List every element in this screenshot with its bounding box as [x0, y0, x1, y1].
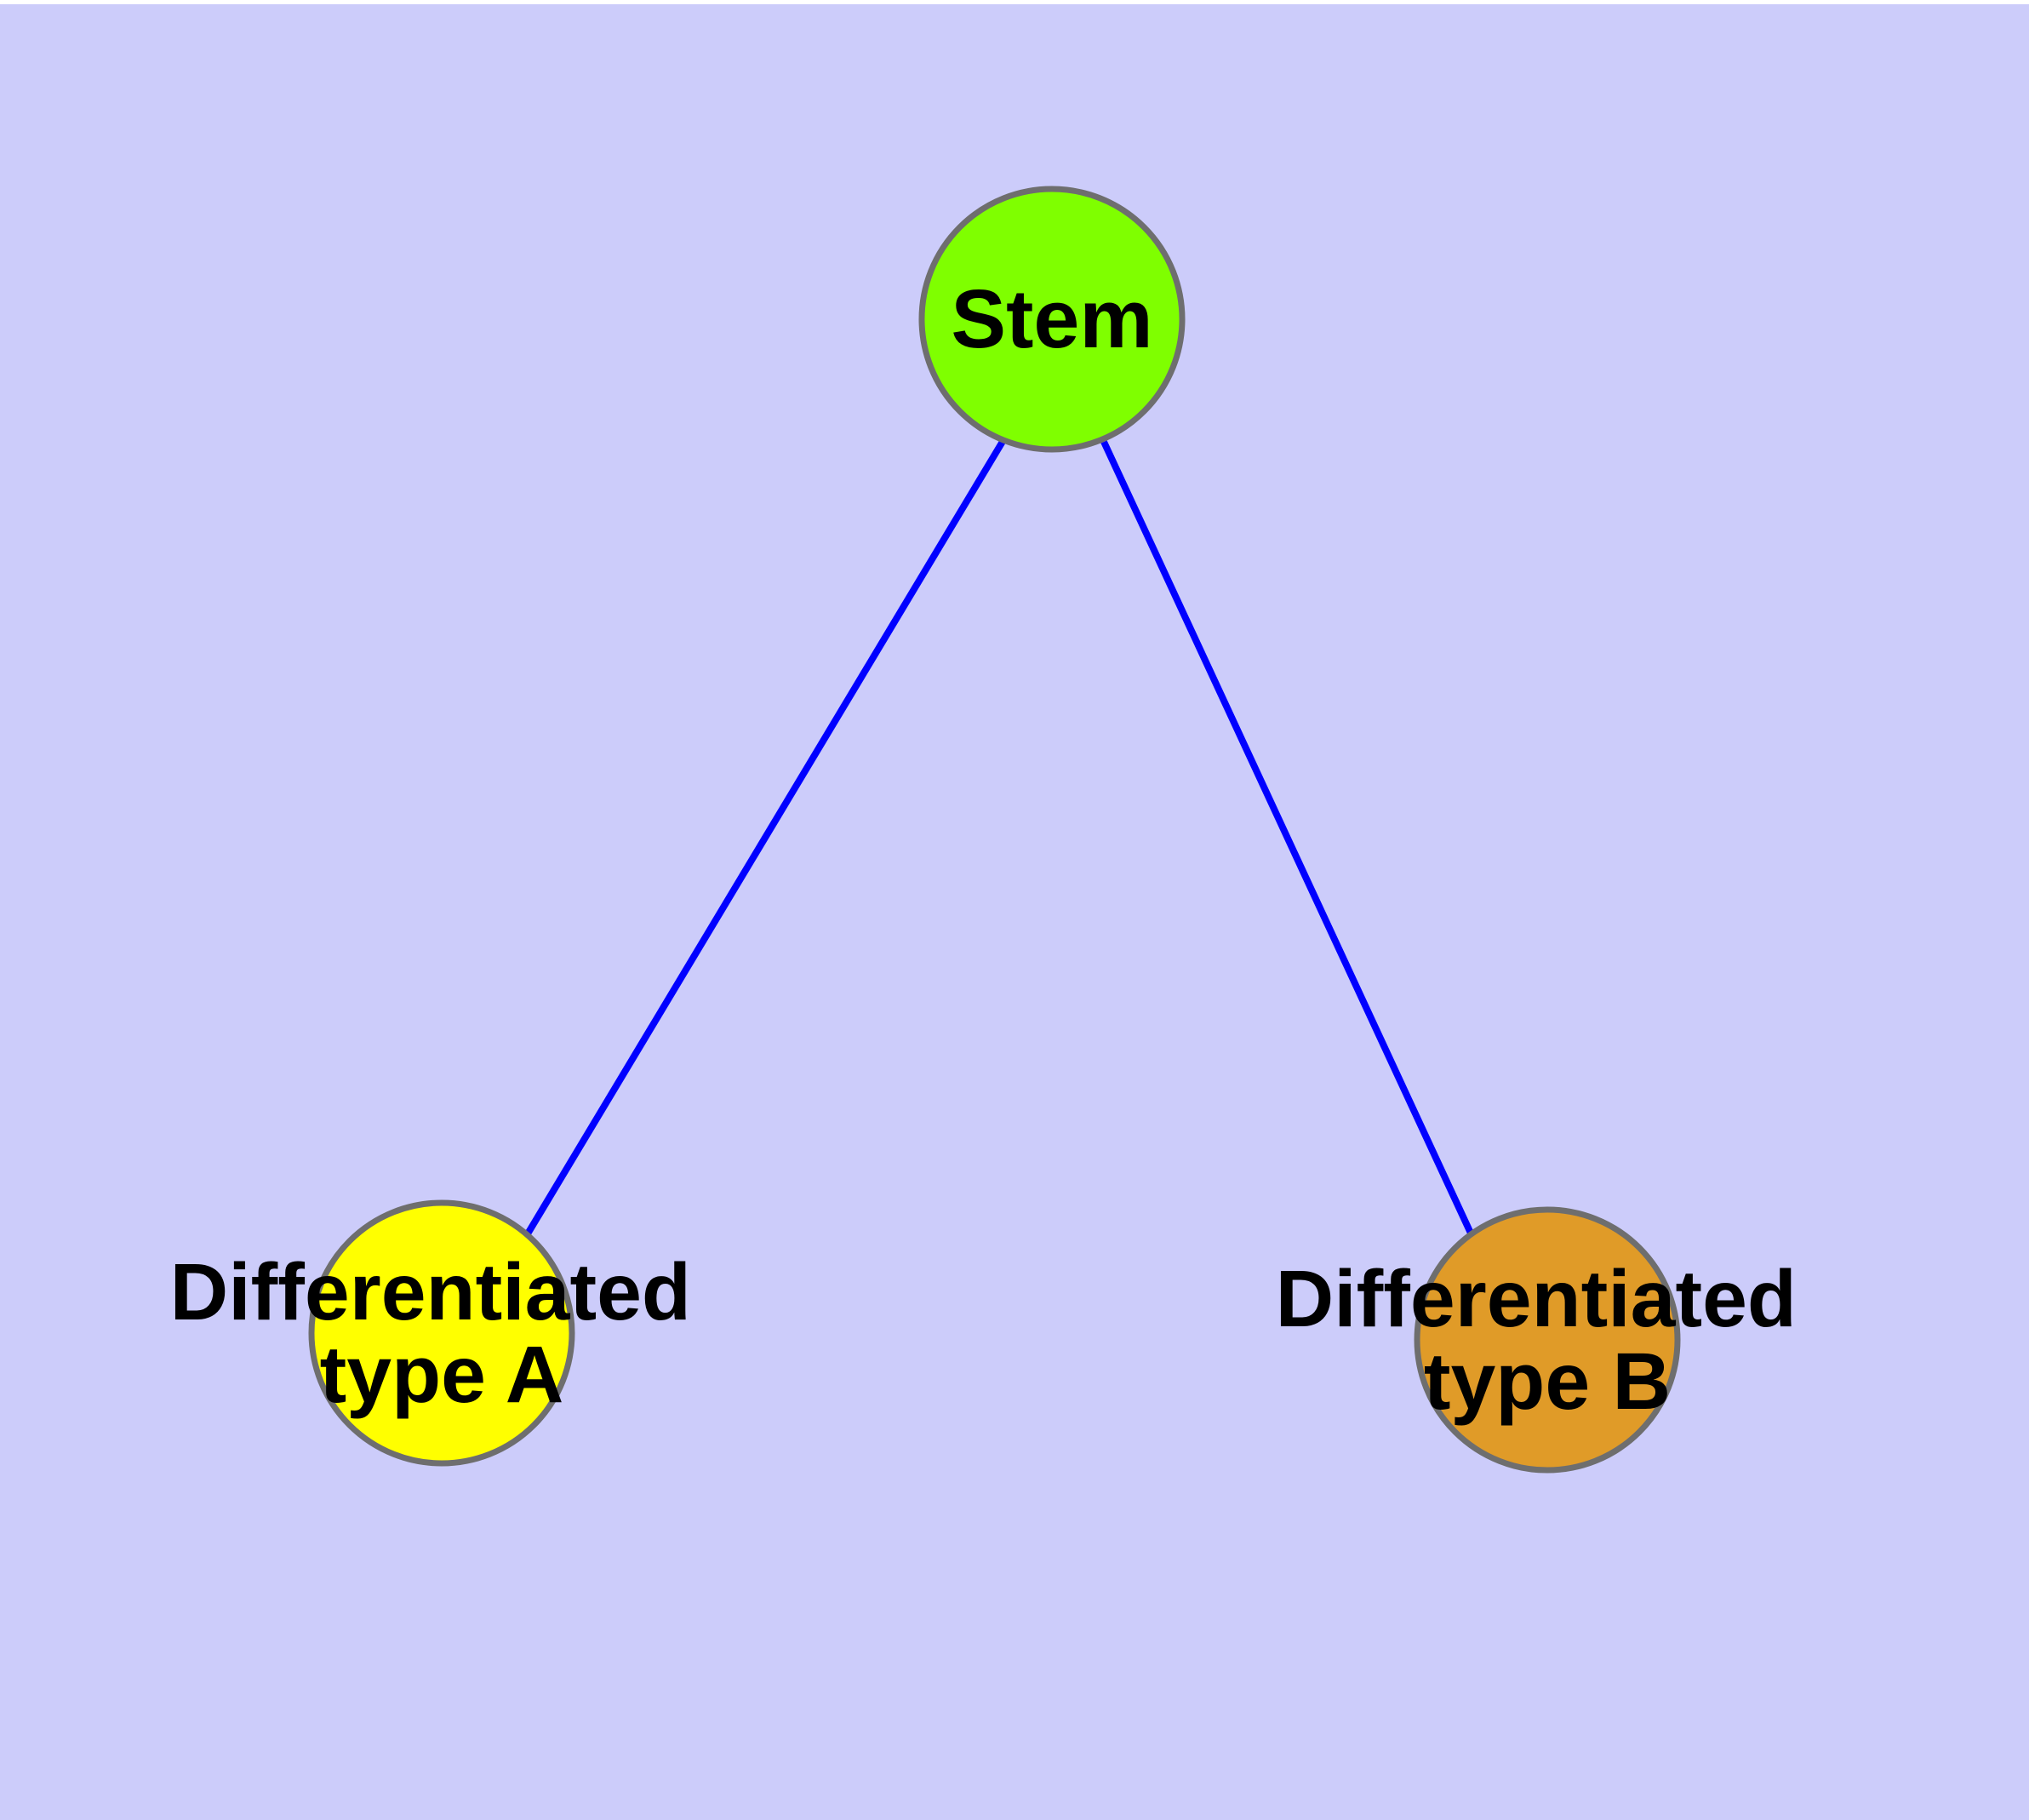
edge-stem-to-differentiated-type-a[interactable] — [523, 438, 1007, 1238]
node-label-differentiated-type-a: Differentiated type A — [170, 1247, 714, 1420]
node-circle-differentiated-type-b[interactable] — [1414, 1206, 1681, 1474]
edge-stem-to-differentiated-type-b[interactable] — [1100, 440, 1477, 1240]
label-layer: Stem Differentiated type A Differentiate… — [170, 272, 1820, 1427]
node-label-differentiated-type-b-line-2: type B — [1424, 1336, 1671, 1427]
node-label-differentiated-type-b: Differentiated type B — [1276, 1254, 1820, 1427]
node-circle-stem[interactable] — [918, 186, 1186, 453]
node-label-differentiated-type-a-line-2: type A — [320, 1330, 564, 1420]
node-label-differentiated-type-b-line-1: Differentiated — [1276, 1254, 1797, 1344]
node-label-differentiated-type-a-line-1: Differentiated — [170, 1247, 691, 1337]
node-layer — [308, 186, 1681, 1474]
node-label-stem-line-1: Stem — [951, 272, 1152, 365]
node-label-stem: Stem — [951, 272, 1152, 365]
node-circle-differentiated-type-a[interactable] — [308, 1199, 575, 1467]
edge-layer — [523, 438, 1477, 1240]
